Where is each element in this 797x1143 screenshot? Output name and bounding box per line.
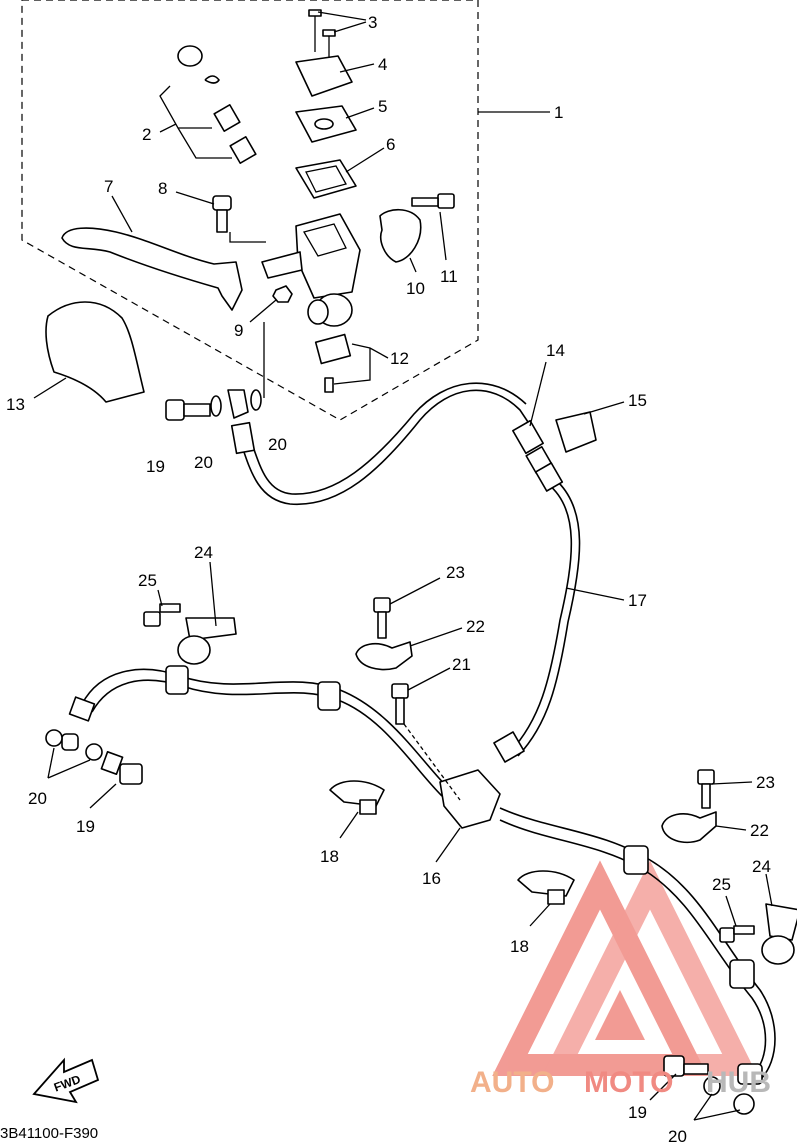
callout-16: 16 <box>422 869 441 888</box>
union-bolt-part-19-top <box>165 389 262 421</box>
callout-20-d: 20 <box>668 1127 687 1143</box>
callout-7: 7 <box>104 177 113 196</box>
callout-20-c: 20 <box>28 789 47 808</box>
callout-8: 8 <box>158 179 167 198</box>
reservoir-cap-part-4 <box>295 55 353 97</box>
callout-10: 10 <box>406 279 425 298</box>
bolt-part-23 <box>373 597 715 809</box>
callout-6: 6 <box>386 135 395 154</box>
callout-20-a: 20 <box>194 453 213 472</box>
callout-22-b: 22 <box>750 821 769 840</box>
callout-9: 9 <box>234 321 243 340</box>
union-bolt-part-19-left <box>45 729 143 785</box>
callout-22-a: 22 <box>466 617 485 636</box>
piston-kit-part-2 <box>159 45 257 164</box>
clamp-part-22-upper <box>355 641 413 671</box>
nut-part-9 <box>272 285 293 303</box>
callout-18-b: 18 <box>510 937 529 956</box>
holder-part-10 <box>379 208 422 263</box>
callout-19-a: 19 <box>146 457 165 476</box>
callout-15: 15 <box>628 391 647 410</box>
callout-14: 14 <box>546 341 565 360</box>
callout-2: 2 <box>142 125 151 144</box>
bolt-part-11 <box>411 193 455 209</box>
callout-11: 11 <box>440 267 458 286</box>
callout-18-a: 18 <box>320 847 339 866</box>
clamp-part-22-lower <box>661 811 717 844</box>
brake-hose-upper <box>239 389 541 506</box>
watermark-wordmark: AUTO MOTO HUB <box>470 1066 771 1099</box>
fwd-arrow-icon: FWD <box>32 1057 100 1104</box>
callout-13: 13 <box>6 395 25 414</box>
watermark-text-hub: HUB <box>706 1066 771 1099</box>
leader-lines <box>33 11 773 1121</box>
callout-24-b: 24 <box>752 857 771 876</box>
callout-labels: 1 2 3 4 5 6 7 8 9 10 11 12 13 14 15 16 1… <box>6 13 775 1143</box>
callout-1: 1 <box>554 103 563 122</box>
callout-17: 17 <box>628 591 647 610</box>
brake-hose-right <box>499 807 776 1081</box>
brake-lever-part-7 <box>61 227 243 311</box>
callout-20-b: 20 <box>268 435 287 454</box>
callout-23-a: 23 <box>446 563 465 582</box>
bolt-part-21 <box>391 683 461 801</box>
master-cylinder-body <box>261 213 361 327</box>
callout-25-b: 25 <box>712 875 731 894</box>
assembly-boundary <box>21 0 479 421</box>
hose-grommets-left <box>61 665 341 751</box>
diaphragm-part-6 <box>295 159 357 199</box>
callout-3: 3 <box>368 13 377 32</box>
watermark-text-moto: MOTO <box>584 1066 673 1099</box>
brake-hose-left <box>81 668 451 791</box>
callout-4: 4 <box>378 55 387 74</box>
callout-21: 21 <box>452 655 471 674</box>
diagram-code: 3B41100-F390 <box>0 1125 98 1142</box>
callout-23-b: 23 <box>756 773 775 792</box>
clip-part-15 <box>555 411 597 453</box>
watermark-logo <box>492 860 758 1076</box>
brake-pipe-part-17 <box>509 483 573 753</box>
callout-25-a: 25 <box>138 571 157 590</box>
brake-switch-part-12 <box>314 333 352 393</box>
cover-part-13 <box>45 301 145 403</box>
union-bolt-part-19-right <box>663 1055 755 1115</box>
clip-part-18 <box>329 780 575 905</box>
brake-hose-joint-part-16 <box>439 769 501 829</box>
watermark-text-auto: AUTO <box>470 1066 554 1099</box>
hose-grommets-right <box>623 845 763 1085</box>
callout-19-b: 19 <box>76 817 95 836</box>
holder-part-24 <box>177 617 797 965</box>
callout-19-c: 19 <box>628 1103 647 1122</box>
callout-24-a: 24 <box>194 543 213 562</box>
callout-5: 5 <box>378 97 387 116</box>
bolt-part-25 <box>143 603 755 943</box>
pivot-bolt-part-8 <box>212 195 232 233</box>
callout-12: 12 <box>390 349 409 368</box>
